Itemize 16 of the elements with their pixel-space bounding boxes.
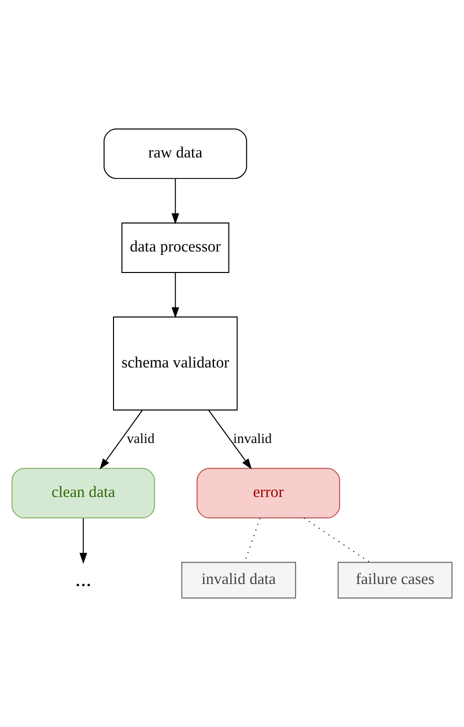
arrow	[172, 272, 180, 318]
edge-label: invalid	[233, 430, 272, 446]
connector	[304, 518, 370, 563]
node-box: invalid data	[181, 562, 296, 599]
node-box: raw data	[104, 128, 248, 179]
arrow	[208, 410, 252, 470]
arrow	[100, 410, 143, 470]
node-box: schema validator	[113, 316, 238, 410]
node-box: clean data	[12, 468, 156, 518]
node-box: error	[196, 468, 340, 518]
node-box: failure cases	[338, 562, 452, 599]
node-box: data processor	[121, 222, 230, 273]
node-text: ...	[75, 566, 92, 591]
edge-label: valid	[126, 430, 155, 446]
arrow	[80, 518, 88, 564]
arrow	[172, 178, 180, 224]
